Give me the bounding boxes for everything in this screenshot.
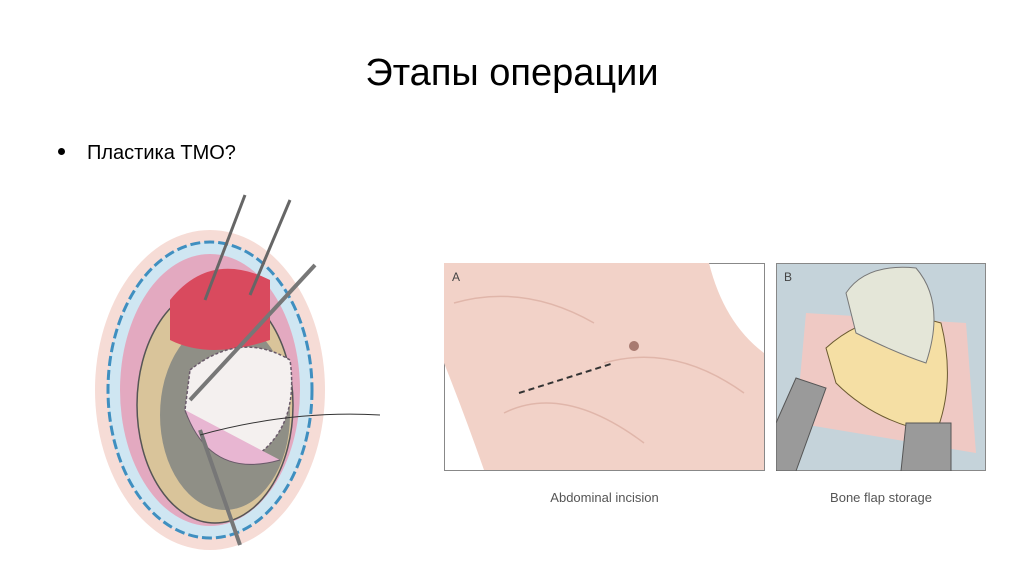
bullet-item: Пластика ТМО? <box>58 142 236 165</box>
panel-b-label: B <box>784 270 793 284</box>
abdominal-incision-panel <box>444 263 765 471</box>
panel-b-caption: Bone flap storage <box>830 490 932 505</box>
slide-title: Этапы операции <box>365 52 659 94</box>
panel-a-label: A <box>452 270 461 284</box>
bone-flap-storage-panel <box>776 263 986 471</box>
bullet-text: Пластика ТМО? <box>87 142 236 164</box>
panel-a-caption: Abdominal incision <box>550 490 659 505</box>
dura-plasty-illustration <box>95 194 381 550</box>
bullet-dot-icon <box>58 148 65 155</box>
